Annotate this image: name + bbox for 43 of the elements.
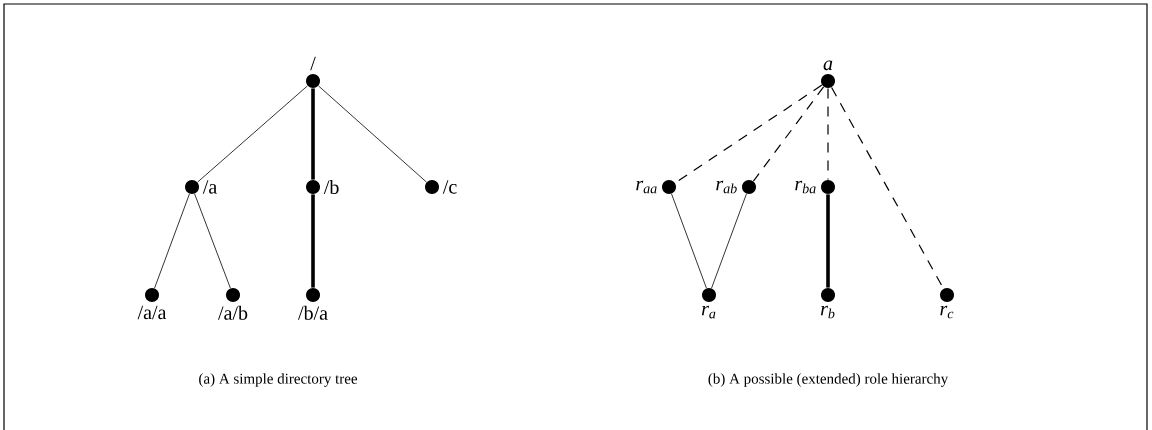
caption: (a) A simple directory tree (199, 373, 358, 387)
connector-line (318, 85, 427, 183)
tree-node: /c (425, 180, 457, 194)
tree-node: / (306, 56, 320, 88)
tree-node: r$_{ab}$ (716, 180, 756, 194)
tree-node: r$_{a}$ (701, 288, 716, 319)
connector-line (671, 193, 707, 289)
tree-node: /a/a (137, 288, 167, 320)
connector-line (197, 85, 308, 183)
node-label: /b/a (298, 305, 328, 320)
connector-line (311, 194, 315, 288)
node-label: /a (202, 180, 217, 194)
node-label: r$_{aa}$ (636, 180, 657, 194)
tree-node: /a (185, 180, 217, 194)
node-label: a (823, 60, 833, 71)
connector-line (831, 86, 944, 290)
node-label: /a/a (137, 305, 167, 320)
tree-node: /a/b (218, 288, 248, 320)
connector-line (711, 193, 747, 289)
node-label: /b (323, 179, 339, 195)
tree-node: a (821, 60, 835, 88)
tree-node: /b/a (298, 288, 328, 320)
connector-line (674, 84, 823, 184)
connector-line (311, 88, 315, 180)
node-label: / (310, 56, 316, 71)
connector-line (194, 193, 231, 289)
tree-node: r$_{aa}$ (636, 180, 676, 194)
connector-line (827, 87, 829, 181)
node-label: r$_{b}$ (820, 305, 835, 319)
node-label: r$_{a}$ (701, 305, 716, 319)
node-label: r$_{c}$ (940, 305, 954, 319)
tree-node: r$_{c}$ (940, 288, 954, 319)
node-label: /a/b (218, 305, 248, 320)
connector-line (752, 86, 825, 182)
node-label: r$_{ba}$ (795, 180, 816, 194)
tree-node: r$_{ba}$ (795, 180, 835, 194)
connector-line (826, 194, 830, 288)
connector-line (154, 193, 190, 289)
tree-node: r$_{b}$ (820, 288, 835, 319)
node-label: /c (442, 180, 457, 194)
node-label: r$_{ab}$ (716, 180, 737, 194)
tree-node: /b (306, 179, 339, 195)
caption: (b) A possible (extended) role hierarchy (708, 373, 949, 387)
